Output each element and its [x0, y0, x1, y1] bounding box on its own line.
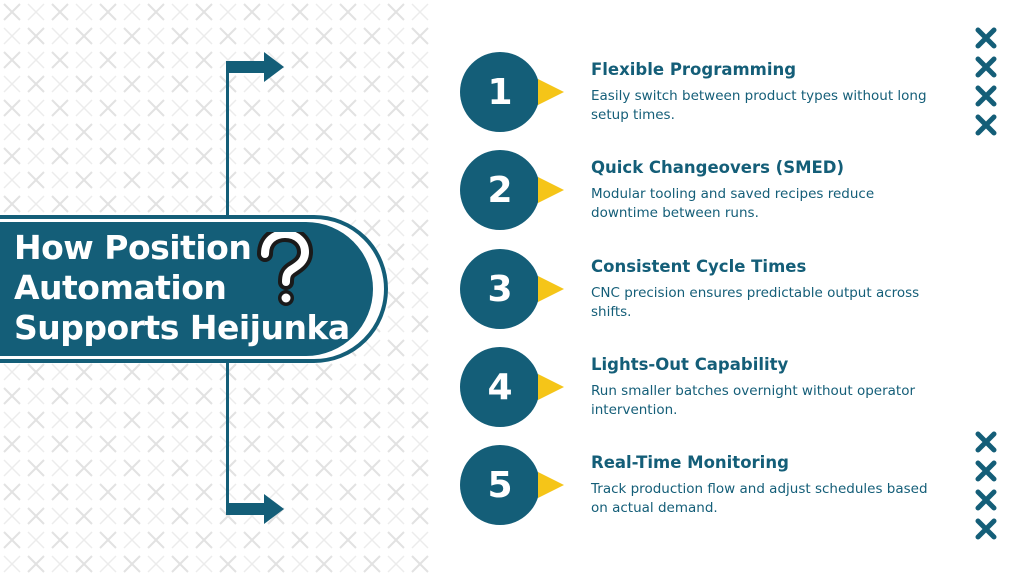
pointer-triangle-icon: [538, 472, 564, 498]
title-line-2: Automation: [14, 268, 227, 307]
pointer-triangle-icon: [538, 79, 564, 105]
pointer-triangle-icon: [538, 276, 564, 302]
step-number: 4: [460, 347, 540, 427]
step-number: 2: [460, 150, 540, 230]
close-x-icon: [975, 56, 997, 78]
title-line-1: How Position: [14, 228, 252, 267]
step-item: 1 Flexible Programming Easily switch bet…: [460, 52, 940, 134]
title-line-3: Supports Heijunka: [14, 308, 350, 347]
step-item: 4 Lights-Out Capability Run smaller batc…: [460, 347, 940, 429]
step-description: CNC precision ensures predictable output…: [591, 285, 920, 320]
step-number: 1: [460, 52, 540, 132]
step-title: Flexible Programming: [591, 60, 797, 79]
step-number: 3: [460, 249, 540, 329]
close-x-icon: [975, 518, 997, 540]
step-description: Track production flow and adjust schedul…: [591, 481, 928, 516]
step-description: Modular tooling and saved recipes reduce…: [591, 186, 875, 221]
close-x-icon: [975, 114, 997, 136]
step-description: Run smaller batches overnight without op…: [591, 383, 916, 418]
pointer-triangle-icon: [538, 374, 564, 400]
step-title: Lights-Out Capability: [591, 355, 789, 374]
step-description: Easily switch between product types with…: [591, 88, 927, 123]
step-title: Consistent Cycle Times: [591, 257, 807, 276]
step-title: Real-Time Monitoring: [591, 453, 789, 472]
close-x-icon: [975, 489, 997, 511]
step-number: 5: [460, 445, 540, 525]
close-x-icon: [975, 85, 997, 107]
page-title: How Position Automation Supports Heijunk…: [14, 228, 350, 348]
close-x-icon: [975, 460, 997, 482]
question-mark-icon: [257, 232, 313, 306]
close-x-icon: [975, 431, 997, 453]
arrow-right-icon: [226, 494, 284, 524]
step-item: 3 Consistent Cycle Times CNC precision e…: [460, 249, 940, 331]
close-x-icon: [975, 27, 997, 49]
step-item: 5 Real-Time Monitoring Track production …: [460, 445, 940, 527]
arrow-right-icon: [226, 52, 284, 82]
step-title: Quick Changeovers (SMED): [591, 158, 845, 177]
step-item: 2 Quick Changeovers (SMED) Modular tooli…: [460, 150, 940, 232]
pointer-triangle-icon: [538, 177, 564, 203]
